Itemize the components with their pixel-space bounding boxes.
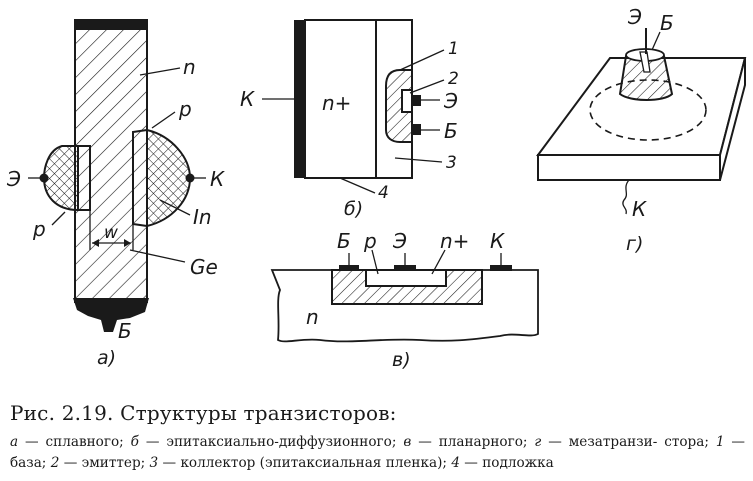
label-c-collector: К [490, 229, 505, 253]
legend-key: 3 [149, 455, 159, 471]
figure-a-alloy: n p Э К In p w Ge Б а) [6, 19, 225, 369]
base-contact [412, 124, 421, 135]
label-width: w [104, 223, 118, 243]
figure-c-planar: Б p Э n+ К n в) [270, 229, 539, 371]
subfigure-label-d: г) [626, 233, 643, 255]
label-c-n: n [306, 305, 319, 329]
label-c-nplus: n+ [440, 229, 469, 253]
label-b-3: 3 [446, 153, 457, 173]
top-contact [75, 19, 147, 30]
legend-desc: — коллектор (эпитаксиальная пленка); [158, 455, 452, 471]
subfigure-label-b: б) [344, 198, 363, 220]
legend-key: б [130, 434, 139, 450]
label-d-emitter: Э [627, 5, 642, 29]
germanium-bar [74, 19, 148, 303]
legend-desc: — планарного; [411, 434, 535, 450]
label-indium: In [193, 205, 212, 229]
label-p-bottom: p [32, 217, 46, 241]
substrate-contact [294, 20, 305, 178]
figure-b-epitaxial: К n+ 1 2 Э Б 3 4 б) [240, 19, 459, 220]
legend-key: а [10, 434, 19, 450]
c-base-contact [339, 265, 359, 271]
label-b-emitter: Э [443, 89, 458, 113]
subfigure-label-c: в) [392, 349, 411, 371]
c-collector-contact [490, 265, 512, 271]
subfigure-label-a: а) [97, 347, 116, 369]
figure-d-mesa: Э Б К г) [536, 5, 747, 255]
label-n: n [183, 55, 196, 79]
label-b-nplus: n+ [322, 91, 351, 115]
figure-caption: Рис. 2.19. Структуры транзисторов: а — с… [10, 400, 745, 474]
mesa-base-outline [589, 79, 707, 141]
chip-side [719, 57, 746, 181]
legend-key: г [534, 434, 542, 450]
legend-desc: — сплавного; [18, 434, 131, 450]
caption-title: Рис. 2.19. Структуры транзисторов: [10, 401, 397, 425]
legend-desc: — эмиттер; [59, 455, 150, 471]
transistor-structures-figure: n p Э К In p w Ge Б а) К n+ 1 2 Э Б 3 4 … [6, 5, 747, 371]
label-b-2: 2 [448, 69, 459, 89]
legend-key: 4 [451, 455, 460, 471]
legend-desc: — подложка [459, 455, 554, 471]
legend-desc: — эпитаксиально-диффузионного; [138, 434, 404, 450]
legend-key: 2 [50, 455, 60, 471]
caption-legend: а — сплавного; б — эпитаксиально-диффузи… [10, 432, 745, 474]
c-emitter-contact [394, 265, 416, 271]
legend-key: в [403, 434, 412, 450]
label-c-base: Б [337, 229, 351, 253]
label-d-base: Б [660, 11, 674, 35]
label-b-collector: К [240, 87, 255, 111]
emitter-contact [412, 95, 421, 106]
legend-desc: — база; [10, 434, 746, 471]
legend-key: 1 [715, 434, 725, 450]
label-base: Б [118, 319, 132, 343]
base-region [385, 69, 413, 143]
label-c-emitter: Э [392, 229, 407, 253]
legend-desc: — мезатранзи- стора; [541, 434, 716, 450]
emitter-alloy-region [42, 145, 79, 212]
label-c-p: p [363, 229, 377, 253]
label-d-collector: К [632, 197, 647, 221]
label-emitter: Э [6, 167, 21, 191]
label-collector: К [210, 167, 225, 191]
label-p-top: p [178, 97, 192, 121]
bottom-base-contact [73, 298, 149, 332]
chip-front [537, 154, 721, 181]
label-b-1: 1 [448, 39, 459, 59]
label-germanium: Ge [190, 255, 218, 279]
label-b-base: Б [444, 119, 458, 143]
label-b-4: 4 [378, 183, 389, 203]
